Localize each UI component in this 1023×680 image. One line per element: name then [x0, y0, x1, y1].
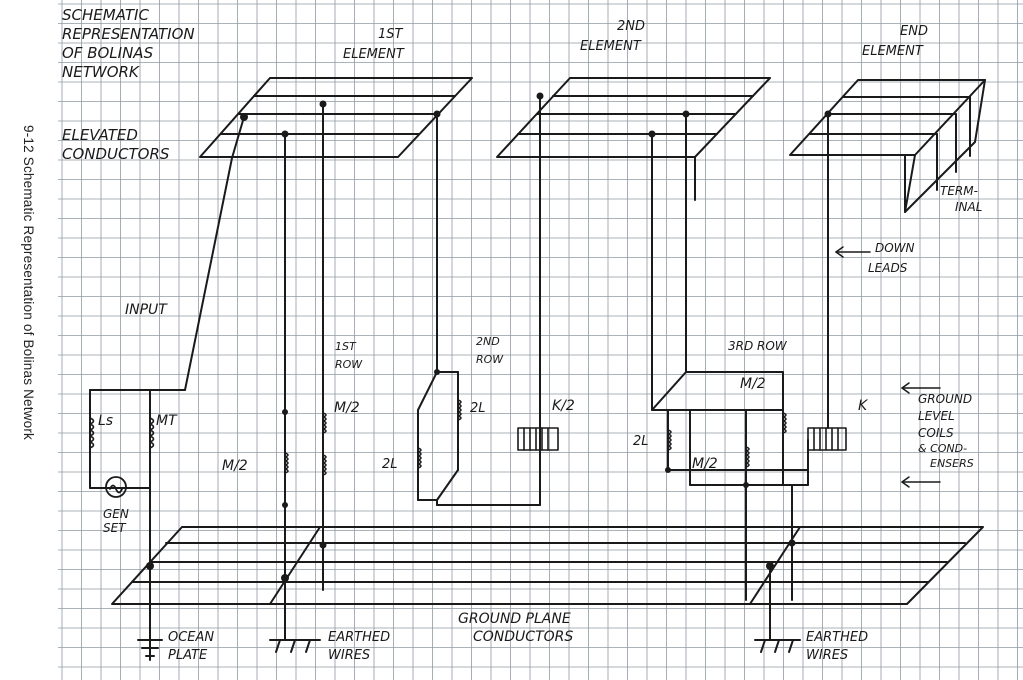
ground-level-label-e: ENSERS [930, 457, 974, 470]
figure-caption: 9-12 Schematic Representation of Bolinas… [21, 125, 36, 441]
earthed-wires-2-label-b: WIRES [806, 648, 848, 663]
mt-label: MT [156, 413, 178, 429]
earthed-wires-1-label-a: EARTHED [328, 630, 390, 645]
m2-label-2: M/2 [334, 400, 360, 416]
element2-label-b: ELEMENT [580, 39, 642, 54]
element1-label-b: ELEMENT [343, 47, 405, 62]
row1-label-b: ROW [335, 358, 363, 371]
k-label: K [858, 398, 869, 414]
element2-label-a: 2ND [617, 19, 645, 34]
earthed-wires-1 [269, 589, 321, 653]
ocean-plate-ground [137, 639, 163, 657]
annotation-arrows [835, 246, 941, 488]
ground-plane-label-a: GROUND PLANE [458, 611, 571, 627]
m2-label-4: M/2 [692, 456, 718, 472]
row1-label-a: 1ST [335, 340, 357, 353]
2l-label-2: 2L [382, 457, 398, 472]
down-leads-label-b: LEADS [868, 261, 908, 275]
earthed-wires-2-label-a: EARTHED [806, 630, 868, 645]
row2-label-a: 2ND [476, 335, 500, 348]
generator-set-symbol [105, 476, 127, 498]
k-condenser [807, 427, 847, 451]
ground-level-label-c: COILS [918, 426, 954, 440]
element2-down-leads [651, 113, 809, 601]
ground-level-label-d: & COND- [918, 442, 967, 455]
input-feed-line [89, 116, 245, 661]
input-label: INPUT [125, 302, 168, 318]
earthed-wires-2 [754, 569, 801, 653]
element3-label-b: ELEMENT [862, 44, 924, 59]
schematic-drawing: SCHEMATIC REPRESENTATION OF BOLINAS NETW… [58, 0, 1023, 680]
k2-condenser [517, 427, 559, 451]
elevated-conductor-plane-2 [496, 77, 771, 201]
title-line-4: NETWORK [62, 63, 140, 81]
earthed-wires-1-label-b: WIRES [328, 648, 370, 663]
2l-label-3: 2L [633, 434, 649, 449]
title-line-1: SCHEMATIC [62, 6, 149, 24]
row3-label: 3RD ROW [728, 339, 788, 353]
ls-coil [89, 417, 95, 449]
element1-label-a: 1ST [378, 27, 404, 42]
row2-label-b: ROW [476, 353, 504, 366]
ls-label: Ls [98, 413, 113, 429]
handwritten-labels: SCHEMATIC REPRESENTATION OF BOLINAS NETW… [62, 6, 982, 663]
elevated-conductor-plane-end [789, 79, 986, 213]
ocean-plate-label-b: PLATE [168, 648, 208, 663]
m2-label-1: M/2 [222, 458, 248, 474]
terminal-label-a: TERM- [940, 184, 978, 198]
title-line-3: OF BOLINAS [62, 44, 154, 62]
element1-coils [284, 399, 462, 476]
ground-level-label-b: LEVEL [918, 409, 955, 423]
ground-level-label-a: GROUND [918, 392, 972, 406]
k2-label: K/2 [552, 398, 575, 414]
junction-dots [146, 92, 832, 582]
mt-coil [149, 417, 155, 449]
gen-set-label-b: SET [103, 521, 127, 535]
title-line-2: REPRESENTATION [62, 25, 195, 43]
m2-label-3: M/2 [740, 376, 766, 392]
terminal-label-b: INAL [955, 200, 982, 214]
elevated-conductors-line-2: CONDUCTORS [62, 145, 170, 163]
page-margin [0, 0, 58, 680]
elevated-conductors-line-1: ELEVATED [62, 126, 138, 144]
ground-plane-conductors [111, 526, 984, 605]
gen-set-label-a: GEN [103, 507, 129, 521]
element3-label-a: END [900, 24, 928, 39]
element1-down-leads [284, 95, 541, 591]
down-leads-label-a: DOWN [875, 241, 915, 255]
ocean-plate-label-a: OCEAN [168, 630, 214, 645]
elevated-conductor-plane-1 [199, 77, 473, 158]
row3-coils [667, 412, 787, 468]
2l-label-1: 2L [470, 401, 486, 416]
ground-plane-label-b: CONDUCTORS [473, 629, 573, 645]
